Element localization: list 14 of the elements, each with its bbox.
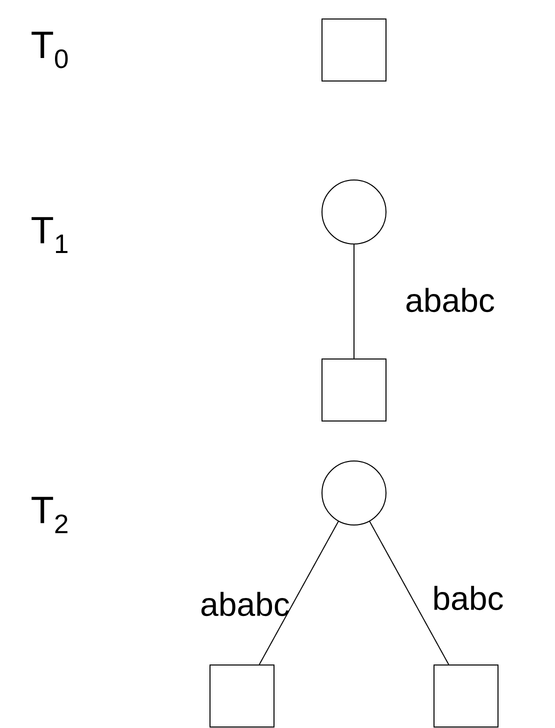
tree-label: T$_{0}$ <box>32 32 68 68</box>
edge-label: ababc <box>406 288 494 312</box>
connector-line <box>369 520 450 665</box>
square-node <box>322 358 386 422</box>
tree-label: T$_{2}$ <box>32 496 68 534</box>
edge-label: ababc <box>201 592 290 616</box>
square-node <box>434 664 498 728</box>
edge-label: babc <box>434 586 503 610</box>
connector-line <box>258 520 339 665</box>
circle-node <box>322 460 386 526</box>
square-node <box>322 18 386 82</box>
circle-node <box>322 180 386 244</box>
tree-label: T$_{1}$ <box>32 217 68 253</box>
square-node <box>210 664 274 728</box>
